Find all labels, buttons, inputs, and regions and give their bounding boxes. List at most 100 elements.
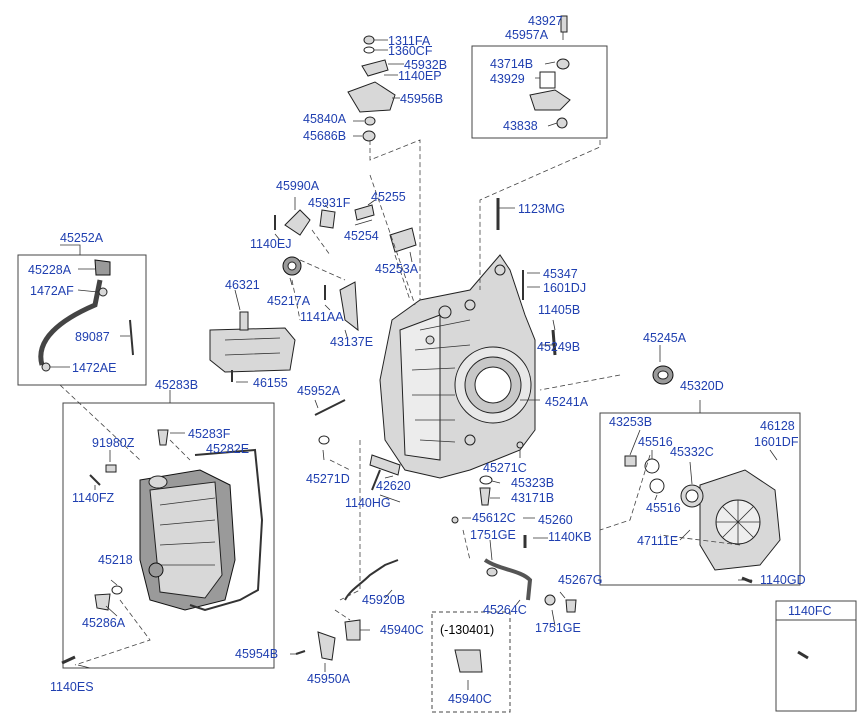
plug-45267g: [565, 599, 577, 613]
label-43927[interactable]: 43927: [528, 14, 563, 28]
label-43929[interactable]: 43929: [490, 72, 525, 86]
label-45283f[interactable]: 45283F: [188, 427, 231, 441]
label-45323b[interactable]: 45323B: [511, 476, 554, 490]
label-45954b[interactable]: 45954B: [235, 647, 278, 661]
label-45950a[interactable]: 45950A: [307, 672, 351, 686]
label-45260[interactable]: 45260: [538, 513, 573, 527]
seal-45686b: [362, 130, 376, 142]
o-ring-upper: [644, 458, 660, 474]
label-1140gd[interactable]: 1140GD: [760, 573, 806, 587]
pin-45952a: [314, 399, 346, 416]
label-45241a[interactable]: 45241A: [545, 395, 589, 409]
pipe-45264c: [483, 558, 533, 601]
nut-43838: [556, 117, 568, 129]
bolt-1140fz: [89, 474, 101, 486]
label-46321[interactable]: 46321: [225, 278, 260, 292]
label-45228a[interactable]: 45228A: [28, 263, 72, 277]
label-11405b[interactable]: 11405B: [538, 303, 580, 317]
label-43714b[interactable]: 43714B: [490, 57, 533, 71]
hose-group-box: [17, 254, 147, 386]
o-ring-lower: [649, 478, 665, 494]
label-1360cf[interactable]: 1360CF: [388, 44, 433, 58]
plug-45283f: [157, 429, 169, 446]
label-45932b[interactable]: 45932B: [404, 58, 447, 72]
shaft-45255: [354, 204, 375, 221]
label-1140kb[interactable]: 1140KB: [548, 530, 592, 544]
label-1601df[interactable]: 1601DF: [754, 435, 799, 449]
clip-1472af: [98, 287, 108, 297]
label-1141aa[interactable]: 1141AA: [300, 310, 344, 324]
label-45245a[interactable]: 45245A: [643, 331, 687, 345]
label-1751ge-b[interactable]: 1751GE: [535, 621, 581, 635]
label-45952a[interactable]: 45952A: [297, 384, 341, 398]
pan-gasket: [189, 448, 264, 612]
label-45218[interactable]: 45218: [98, 553, 133, 567]
label-45320d[interactable]: 45320D: [680, 379, 724, 393]
clip-1472ae: [41, 362, 51, 372]
label-45956b[interactable]: 45956B: [400, 92, 443, 106]
label-43137e[interactable]: 43137E: [330, 335, 373, 349]
legend-box: [775, 600, 857, 712]
label-43253b[interactable]: 43253B: [609, 415, 652, 429]
label-1140fz[interactable]: 1140FZ: [72, 491, 115, 505]
clip-43929: [539, 71, 556, 89]
label-45283b[interactable]: 45283B: [155, 378, 198, 392]
label-45612c[interactable]: 45612C: [472, 511, 516, 525]
label-45931f[interactable]: 45931F: [308, 196, 351, 210]
bushing-43714b: [556, 58, 570, 70]
label-1472ae[interactable]: 1472AE: [72, 361, 116, 375]
label-45332c[interactable]: 45332C: [670, 445, 714, 459]
label-45282e[interactable]: 45282E: [206, 442, 249, 456]
legend-title[interactable]: 1140FC: [788, 604, 832, 618]
valve-42620: [369, 454, 401, 476]
label-43838[interactable]: 43838: [503, 119, 538, 133]
label-42620[interactable]: 42620: [376, 479, 411, 493]
rear-cover: [699, 469, 781, 571]
label-45920b[interactable]: 45920B: [362, 593, 405, 607]
label-45255[interactable]: 45255: [371, 190, 406, 204]
label-47111e[interactable]: 47111E: [637, 534, 678, 548]
label-45271d[interactable]: 45271D: [306, 472, 350, 486]
leader-lines: [50, 32, 778, 690]
label-45990a[interactable]: 45990A: [276, 179, 320, 193]
oil-hose: [38, 279, 103, 366]
label-1140ej[interactable]: 1140EJ: [250, 237, 291, 251]
label-45940c-b[interactable]: 45940C: [448, 692, 492, 706]
label-45516-b[interactable]: 45516: [646, 501, 681, 515]
label-45686b[interactable]: 45686B: [303, 129, 346, 143]
label-45252a[interactable]: 45252A: [60, 231, 104, 245]
label-1123mg[interactable]: 1123MG: [518, 202, 565, 216]
label-45264c[interactable]: 45264C: [483, 603, 527, 617]
label-45254[interactable]: 45254: [344, 229, 379, 243]
label-45840a[interactable]: 45840A: [303, 112, 347, 126]
label-1601dj[interactable]: 1601DJ: [543, 281, 586, 295]
washer-45840a: [364, 116, 376, 126]
label-1140hg[interactable]: 1140HG: [345, 496, 391, 510]
label-45516-a[interactable]: 45516: [638, 435, 673, 449]
label-1140ep[interactable]: 1140EP: [398, 69, 442, 83]
label-45286a[interactable]: 45286A: [82, 616, 126, 630]
label-43171b[interactable]: 43171B: [511, 491, 554, 505]
label-45940c-a[interactable]: 45940C: [380, 623, 424, 637]
label-46155[interactable]: 46155: [253, 376, 288, 390]
bolt-1140es: [61, 655, 76, 665]
label-89087[interactable]: 89087: [75, 330, 110, 344]
label-45249b[interactable]: 45249B: [537, 340, 580, 354]
label-45271c[interactable]: 45271C: [483, 461, 527, 475]
label-45267g[interactable]: 45267G: [558, 573, 602, 587]
label-45253a[interactable]: 45253A: [375, 262, 419, 276]
label-1472af[interactable]: 1472AF: [30, 284, 74, 298]
sensor-45940c-b: [454, 649, 483, 673]
washer-45218: [111, 585, 123, 595]
label-45217a[interactable]: 45217A: [267, 294, 311, 308]
label-91980z[interactable]: 91980Z: [92, 436, 135, 450]
valve-43171b: [479, 487, 491, 506]
label-1140es[interactable]: 1140ES: [50, 680, 94, 694]
seal-45323b: [479, 475, 493, 485]
label-1311fa[interactable]: 1311FA: [388, 34, 431, 48]
label-45347[interactable]: 45347: [543, 267, 578, 281]
label-45957a[interactable]: 45957A: [505, 28, 549, 42]
label-1751ge-a[interactable]: 1751GE: [470, 528, 516, 542]
label-46128[interactable]: 46128: [760, 419, 795, 433]
